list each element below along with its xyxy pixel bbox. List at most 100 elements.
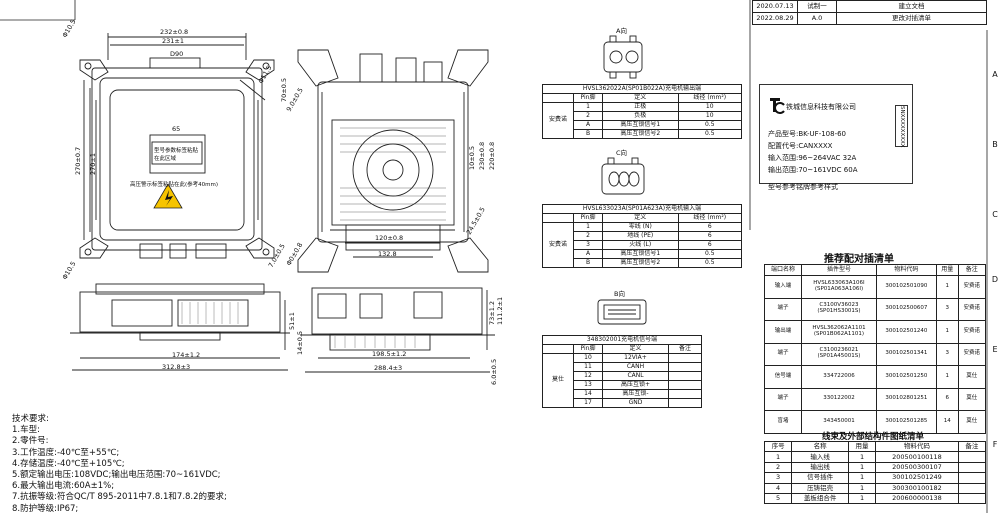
table-cell: 莫仕 — [957, 387, 987, 411]
dim-text: 270±1 — [89, 153, 97, 175]
table-cell: 高压互锁信号2 — [602, 258, 679, 268]
table-cell: 火线 (L) — [602, 240, 679, 250]
table-cell: 300102500607 — [875, 297, 937, 321]
dim-text: Φ10.5 — [61, 260, 78, 281]
connector-a-drawing — [603, 35, 643, 79]
note-item: 5.额定输出电压:108VDC;输出电压范围:70~161VDC; — [12, 469, 221, 480]
table-cell: GND — [602, 398, 669, 408]
table-cell: 1 — [847, 482, 877, 494]
table-cell: 300102501285 — [875, 410, 937, 434]
nameplate-line: 产品型号:BK-UF-108-60 — [768, 130, 847, 138]
table-cell: 300102801251 — [875, 387, 937, 411]
table-cell: 线径 (mm²) — [677, 213, 742, 223]
dim-text: 70±0.5 — [280, 78, 288, 102]
table-cell: A — [573, 249, 603, 259]
table-cell: 17 — [573, 398, 603, 408]
table-cell: 1 — [847, 492, 877, 505]
table-cell: 2020.07.13 — [752, 0, 798, 13]
view-label: C向 — [616, 148, 627, 157]
nameplate-sample: 铁城信息科技有限公司 产品型号:BK-UF-108-60 配置代号:CANXXX… — [759, 84, 913, 184]
company-logo-icon — [770, 98, 785, 114]
table-cell: 序号 — [763, 440, 793, 453]
dim-text: 111.2±1 — [496, 297, 504, 325]
dim-text: 198.5±1.2 — [372, 350, 406, 358]
table-cell: 2 — [763, 461, 793, 474]
end-fins — [334, 336, 416, 348]
table-cell: 0.5 — [677, 249, 742, 259]
note-item: 7.抗振等级:符合QC/T 895-2011中7.8.1和7.8.2的要求; — [12, 492, 227, 503]
table-cell: 10 — [677, 102, 742, 112]
table-cell — [668, 362, 702, 372]
dim-text: 7.0±0.5 — [267, 242, 287, 269]
nameplate-caption: 型号参考铭牌参考样式 — [768, 183, 838, 191]
table-cell — [668, 380, 702, 390]
table-cell: 3 — [935, 297, 959, 321]
table-cell: 2 — [573, 231, 603, 241]
table-cell: 1 — [573, 222, 603, 232]
grid-letter: D — [991, 275, 999, 284]
table-cell: 1 — [935, 365, 959, 389]
table-cell: 300102501090 — [875, 275, 937, 299]
table-cell: 备注 — [668, 344, 702, 354]
serial-stamp: SNXXXXXXXXX — [895, 105, 908, 148]
table-cell: 莫仕 — [542, 353, 574, 408]
table-cell: C3100V36023 (SP01HS3001S) — [800, 297, 877, 321]
table-cell: 更改对插清单 — [836, 12, 987, 25]
table-cell: 6 — [677, 222, 742, 232]
side-view — [70, 283, 290, 371]
table-cell: 0.5 — [677, 120, 742, 130]
view-label: A向 — [616, 26, 627, 35]
dim-text: Φ10.5 — [61, 18, 78, 39]
table-cell: 3 — [763, 472, 793, 484]
table-cell: 物料代码 — [875, 440, 959, 453]
dim-text: 232±0.8 — [160, 28, 188, 36]
table-cell: 安费诺 — [957, 297, 987, 321]
dim-text: 65 — [172, 125, 180, 133]
table-cell: 0.5 — [677, 129, 742, 139]
table-cell: 3 — [935, 342, 959, 366]
table-cell — [668, 371, 702, 381]
note-item: 3.工作温度:-40℃至+55℃; — [12, 447, 120, 458]
table-cell: 高压互锁+ — [602, 380, 669, 390]
table-cell: 安费诺 — [542, 222, 574, 268]
note-item: 6.最大输出电流:60A±1%; — [12, 481, 115, 492]
table-title: HVSL362022A(SP01B022A)充电机输出端 — [542, 84, 742, 94]
table-cell: 盲堵 — [764, 410, 802, 434]
table-cell: 线径 (mm²) — [677, 93, 742, 103]
table-cell: 莫仕 — [957, 365, 987, 389]
table-cell: 1 — [935, 320, 959, 344]
table-cell: A.0 — [797, 12, 837, 25]
view-label: B向 — [614, 289, 625, 298]
back-view — [297, 49, 489, 273]
sticker-text: 在此区域 — [154, 154, 177, 162]
nameplate-line: 配置代号:CANXXXX — [768, 142, 833, 150]
table-cell — [957, 482, 987, 494]
recommend-title: 推荐配对插清单 — [824, 254, 894, 265]
note-item: 2.零件号: — [12, 436, 49, 447]
dim-text: 10±0.5 — [468, 146, 476, 170]
table-cell: 试制一 — [797, 0, 837, 13]
dim-text: 174±1.2 — [172, 351, 200, 359]
table-cell: 物料代码 — [875, 264, 937, 276]
front-view — [79, 33, 275, 259]
table-cell: 安费诺 — [957, 275, 987, 299]
grid-letter: C — [992, 210, 998, 219]
table-cell: A — [573, 120, 603, 130]
table-cell: 12VIA+ — [602, 353, 669, 363]
table-cell: 定义 — [602, 213, 679, 223]
table-cell: 1 — [847, 461, 877, 474]
table-cell: 300102501249 — [875, 472, 959, 484]
table-cell: 6 — [677, 240, 742, 250]
table-cell — [957, 451, 987, 463]
table-cell: 200500300107 — [875, 461, 959, 474]
nameplate-line: 输出范围:70~161VDC 60A — [768, 166, 858, 174]
